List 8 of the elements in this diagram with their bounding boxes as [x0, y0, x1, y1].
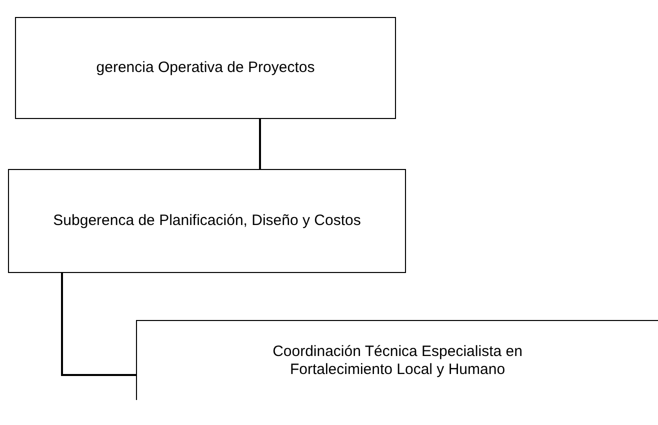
org-box — [15, 17, 396, 119]
box-label: Subgerenca de Planificación, Diseño y Costos — [53, 212, 361, 230]
org-box — [8, 169, 406, 273]
connector-line — [259, 119, 261, 169]
connector-line — [61, 273, 136, 376]
org-box — [136, 320, 658, 400]
box-label: Coordinación Técnica Especialista en Fortalecimiento Local y Humano — [272, 342, 524, 378]
box-label: gerencia Operativa de Proyectos — [96, 59, 315, 77]
